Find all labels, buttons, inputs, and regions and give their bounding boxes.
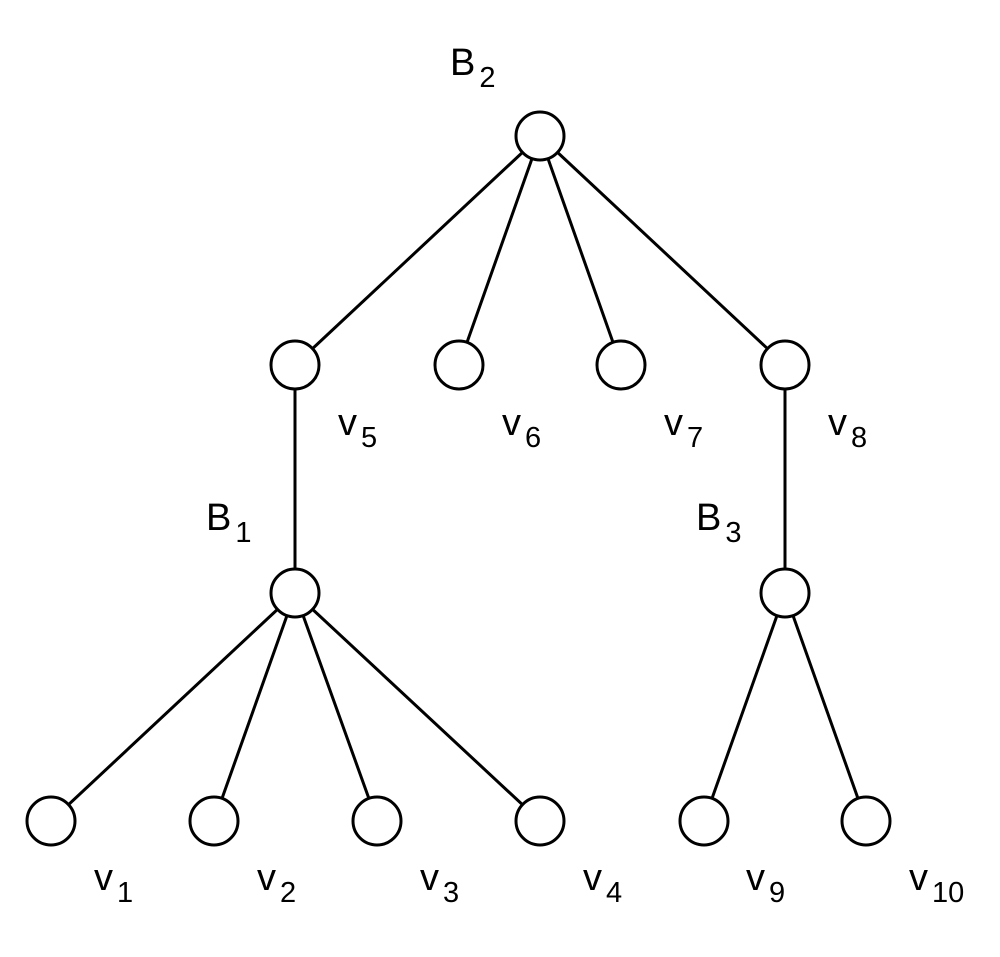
edge-B1-v2 (212, 592, 297, 822)
edge-B2-v8 (538, 134, 787, 367)
node-label-subscript: 7 (687, 422, 703, 454)
node-label-base: v (502, 402, 521, 444)
node-label-subscript: 8 (851, 422, 867, 454)
node-label-base: v (664, 402, 683, 444)
edge-B3-v10 (783, 592, 868, 822)
node-label-subscript: 9 (769, 877, 785, 909)
edge-B1-v3 (293, 592, 379, 822)
edge-B2-v5 (293, 134, 542, 367)
node-label-base: v (583, 857, 602, 899)
edge-B2-v7 (538, 135, 623, 366)
node-label-base: v (338, 402, 357, 444)
node-B3 (759, 567, 811, 619)
node-label-subscript: 5 (361, 422, 377, 454)
node-label-subscript: 2 (479, 62, 495, 94)
node-label-base: B (450, 42, 475, 84)
node-label-subscript: 3 (725, 517, 741, 549)
node-label-subscript: 6 (525, 422, 541, 454)
node-label-subscript: 3 (443, 877, 459, 909)
node-label-base: v (909, 857, 928, 899)
node-v9 (678, 795, 730, 847)
node-label-base: v (94, 857, 113, 899)
node-v1 (25, 795, 77, 847)
node-B2 (514, 110, 566, 162)
node-v5 (269, 339, 321, 391)
edges (49, 134, 868, 823)
node-label-subscript: 4 (606, 877, 622, 909)
node-label-base: B (696, 497, 721, 539)
node-label-subscript: 2 (280, 877, 296, 909)
node-label-subscript: 1 (117, 877, 133, 909)
node-v3 (351, 795, 403, 847)
node-label-subscript: 10 (932, 877, 964, 909)
node-label-base: v (257, 857, 276, 899)
node-v10 (840, 795, 892, 847)
node-label-base: B (206, 497, 231, 539)
edge-B3-v9 (702, 592, 787, 822)
edge-B1-v1 (49, 591, 297, 823)
node-label-subscript: 1 (235, 517, 251, 549)
nodes (25, 110, 892, 847)
edge-B1-v4 (293, 591, 542, 823)
node-label-base: v (746, 857, 765, 899)
node-label-base: v (420, 857, 439, 899)
node-v4 (514, 795, 566, 847)
edge-B2-v6 (457, 135, 542, 366)
node-v6 (433, 339, 485, 391)
node-B1 (269, 567, 321, 619)
node-v7 (595, 339, 647, 391)
node-label-base: v (828, 402, 847, 444)
node-v8 (759, 339, 811, 391)
node-v2 (188, 795, 240, 847)
